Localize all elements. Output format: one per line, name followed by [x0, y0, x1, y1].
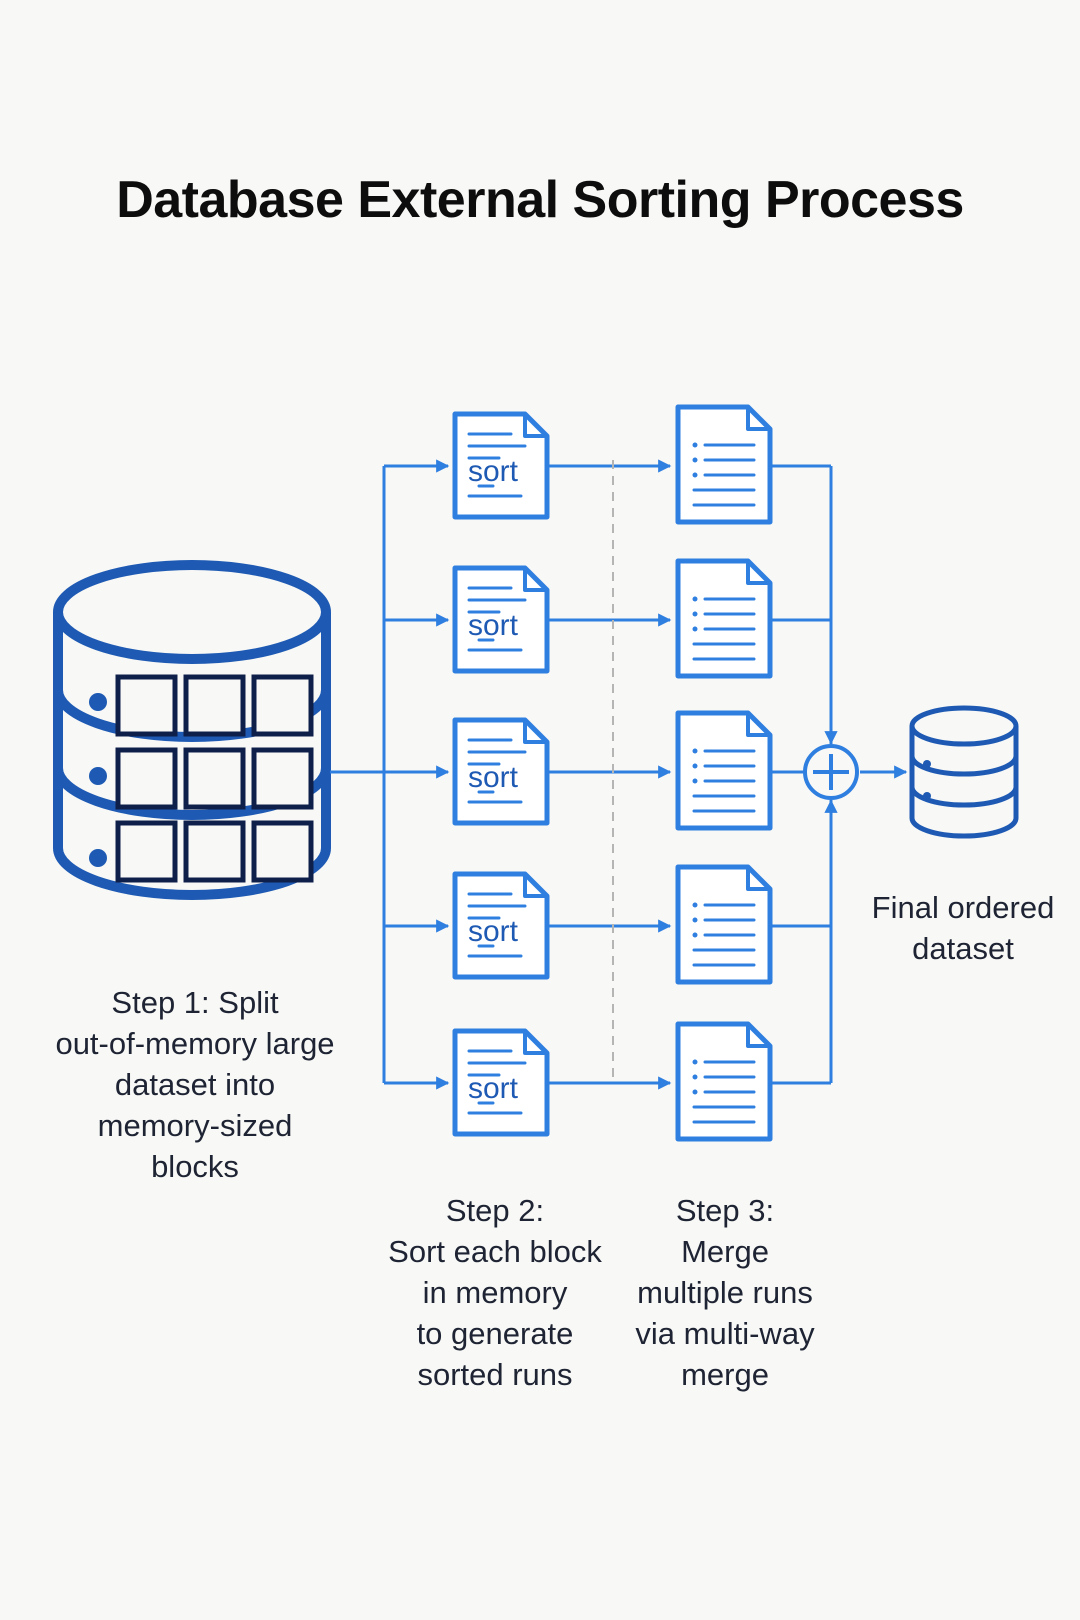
step2-caption: Step 2: Sort each block in memory to gen… [388, 1193, 602, 1392]
source-database-icon [53, 560, 331, 900]
indicator-dot [923, 792, 931, 800]
sort-label: sort [468, 1072, 519, 1105]
sort-label: sort [468, 455, 519, 488]
memory-block [115, 674, 178, 737]
connector-lines [330, 466, 833, 1083]
merge-arrows [824, 700, 908, 840]
document-list-icon [675, 1021, 773, 1142]
memory-block [251, 747, 314, 810]
document-list-icon [675, 558, 773, 679]
document-list-icon [675, 710, 773, 831]
indicator-dot [89, 693, 107, 711]
sort-documents-column: sort sort sort sort sort [452, 411, 550, 1137]
sort-document-icon: sort [452, 411, 550, 520]
document-list-icon [675, 864, 773, 985]
source-database-indicators [89, 693, 107, 867]
memory-blocks-grid [115, 674, 314, 883]
sort-label: sort [468, 915, 519, 948]
row-arrows [384, 459, 831, 1090]
memory-block [251, 674, 314, 737]
final-dataset-caption: Final ordered dataset [871, 890, 1055, 966]
sort-label: sort [468, 761, 519, 794]
page-title: Database External Sorting Process [116, 171, 964, 229]
document-list-icon [675, 404, 773, 525]
memory-block [183, 747, 246, 810]
indicator-dot [923, 760, 931, 768]
plus-circle-icon [803, 744, 859, 800]
sort-document-icon: sort [452, 1028, 550, 1137]
output-database-icon [909, 705, 1019, 839]
memory-block [115, 820, 178, 883]
memory-block [251, 820, 314, 883]
sorted-runs-column [675, 404, 773, 1142]
output-database-indicators [923, 760, 931, 800]
memory-block [115, 747, 178, 810]
memory-block [183, 820, 246, 883]
sort-document-icon: sort [452, 871, 550, 980]
sort-label: sort [468, 609, 519, 642]
step3-caption: Step 3: Merge multiple runs via multi-wa… [635, 1193, 815, 1392]
sort-document-icon: sort [452, 565, 550, 674]
sort-document-icon: sort [452, 717, 550, 826]
indicator-dot [89, 849, 107, 867]
memory-block [183, 674, 246, 737]
step1-caption: Step 1: Split out-of-memory large datase… [55, 985, 335, 1184]
indicator-dot [89, 767, 107, 785]
